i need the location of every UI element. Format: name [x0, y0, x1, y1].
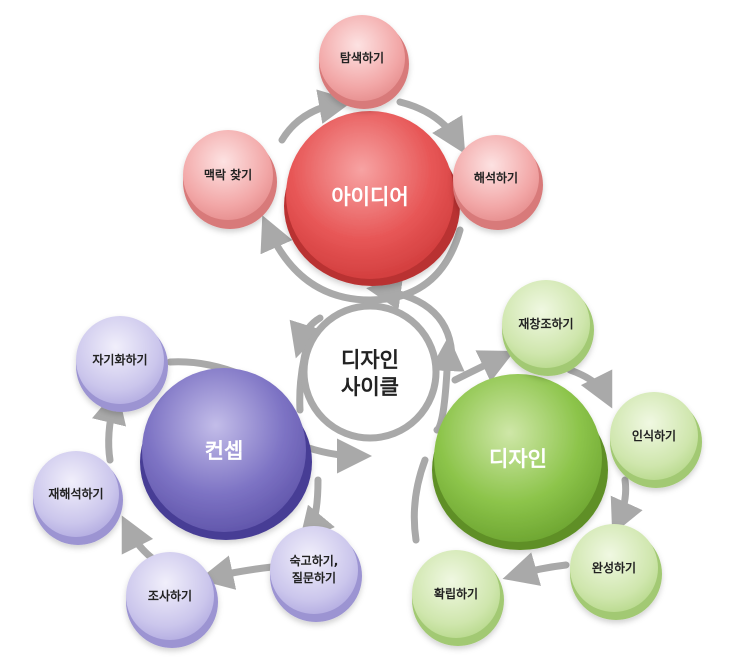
reinterpret-label: 재해석하기 [48, 486, 103, 501]
self-label: 자기화하기 [92, 352, 147, 367]
arrow-design-to-recreate [451, 350, 515, 384]
arrow-concept-to-reflect [299, 476, 335, 543]
complete-node [570, 524, 662, 620]
concept-node [140, 368, 312, 540]
reflect-label-line2: 질문하기 [292, 570, 336, 585]
reflect-label-line1: 숙고하기, [290, 553, 339, 568]
self-node [76, 316, 168, 412]
arrow-center-to-design [429, 336, 465, 434]
idea-cluster: 아이디어 탐색하기 해석하기 맥락 찾기 [183, 15, 543, 286]
arrow-context-to-explore [278, 89, 354, 144]
context-label: 맥락 찾기 [204, 167, 252, 182]
design-node [432, 374, 608, 550]
recreate-node [502, 280, 594, 376]
concept-cluster: 컨셉 자기화하기 재해석하기 조사하기 숙고하기, 질문하기 [33, 316, 362, 648]
reinterpret-node [33, 451, 123, 545]
arrow-recognize-to-complete [610, 476, 643, 535]
research-node [126, 552, 218, 648]
confirm-label: 확립하기 [434, 586, 478, 601]
interpret-node [453, 135, 543, 230]
recognize-node [610, 392, 702, 488]
reflect-node [270, 526, 362, 622]
arrow-explore-to-interpret [396, 98, 466, 155]
arrow-recreate-to-recognize [566, 366, 613, 409]
arrow-center-to-concept [289, 314, 324, 359]
explore-node [319, 15, 409, 109]
arrow-confirm-to-design [410, 456, 429, 544]
idea-node [284, 111, 460, 286]
context-node [183, 130, 277, 229]
complete-label: 완성하기 [592, 560, 636, 575]
recognize-label: 인식하기 [632, 428, 676, 443]
interpret-label: 해석하기 [474, 170, 518, 185]
concept-title: 컨셉 [205, 439, 244, 463]
explore-label: 탐색하기 [340, 50, 384, 65]
recreate-label: 재창조하기 [518, 316, 573, 331]
design-title: 디자인 [489, 447, 547, 471]
arrow-complete-to-confirm [502, 552, 570, 586]
confirm-node [412, 550, 504, 646]
center-label-line1: 디자인 [341, 348, 399, 372]
center-label-line2: 사이클 [341, 375, 399, 399]
design-cluster: 디자인 재창조하기 인식하기 완성하기 확립하기 [412, 280, 702, 646]
research-label: 조사하기 [148, 588, 192, 603]
center-node: 디자인 사이클 [300, 302, 440, 442]
idea-title: 아이디어 [331, 185, 408, 209]
arrow-reflect-to-research [198, 555, 276, 590]
